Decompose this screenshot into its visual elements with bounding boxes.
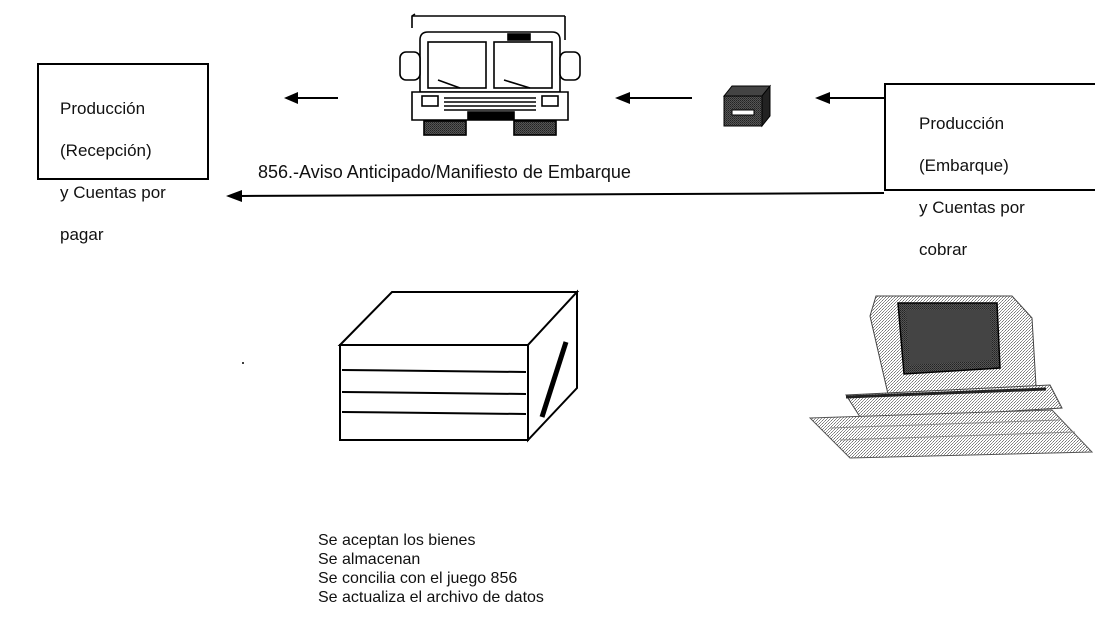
dot-mark <box>242 362 244 364</box>
computer-icon <box>810 296 1092 458</box>
arrow-cartridge-to-truck <box>615 92 692 104</box>
receiver-line-3: y Cuentas por <box>60 182 166 203</box>
process-steps: Se aceptan los bienes Se almacenan Se co… <box>318 531 544 607</box>
storage-box-icon <box>340 292 577 440</box>
sender-line-4: cobrar <box>919 239 1025 260</box>
flow-label-856: 856.-Aviso Anticipado/Manifiesto de Emba… <box>258 162 631 183</box>
arrow-truck-to-receiver <box>284 92 338 104</box>
arrow-sender-to-cartridge <box>815 92 884 104</box>
sender-box: Producción (Embarque) y Cuentas por cobr… <box>884 83 1095 191</box>
receiver-box: Producción (Recepción) y Cuentas por pag… <box>37 63 209 180</box>
receiver-line-4: pagar <box>60 224 166 245</box>
arrow-856-message <box>226 190 884 202</box>
truck-icon <box>400 14 580 135</box>
receiver-line-2: (Recepción) <box>60 140 166 161</box>
sender-line-1: Producción <box>919 113 1025 134</box>
step-item: Se aceptan los bienes <box>318 531 544 550</box>
data-cartridge-icon <box>724 86 770 126</box>
sender-box-label: Producción (Embarque) y Cuentas por cobr… <box>919 92 1025 281</box>
sender-line-3: y Cuentas por <box>919 197 1025 218</box>
step-item: Se almacenan <box>318 550 544 569</box>
step-item: Se concilia con el juego 856 <box>318 569 544 588</box>
sender-line-2: (Embarque) <box>919 155 1025 176</box>
receiver-line-1: Producción <box>60 98 166 119</box>
receiver-box-label: Producción (Recepción) y Cuentas por pag… <box>60 77 166 266</box>
step-item: Se actualiza el archivo de datos <box>318 588 544 607</box>
